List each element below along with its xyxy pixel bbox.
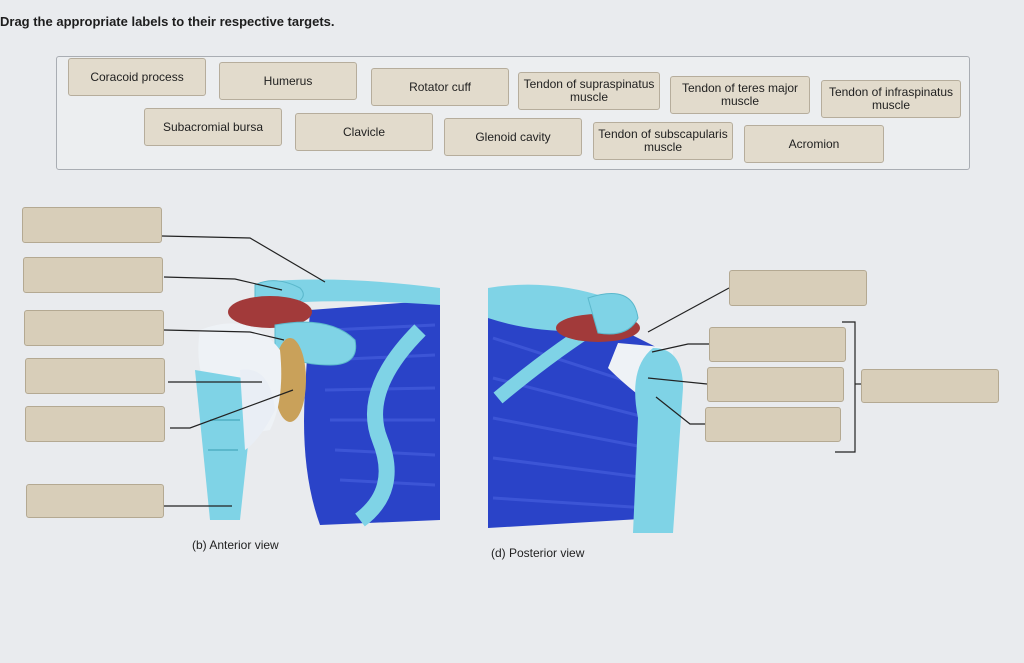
label-humerus[interactable]: Humerus xyxy=(219,62,357,100)
label-acromion[interactable]: Acromion xyxy=(744,125,884,163)
drop-target-posterior-3[interactable] xyxy=(707,367,844,402)
drop-target-anterior-6[interactable] xyxy=(26,484,164,518)
drop-target-anterior-1[interactable] xyxy=(22,207,162,243)
instruction-text: Drag the appropriate labels to their res… xyxy=(0,14,335,29)
label-glenoid-cavity[interactable]: Glenoid cavity xyxy=(444,118,582,156)
posterior-shoulder-illustration xyxy=(488,284,683,533)
drop-target-posterior-4[interactable] xyxy=(705,407,841,442)
caption-posterior-view: (d) Posterior view xyxy=(491,546,585,560)
drop-target-anterior-2[interactable] xyxy=(23,257,163,293)
drop-target-posterior-1[interactable] xyxy=(729,270,867,306)
caption-anterior-view: (b) Anterior view xyxy=(192,538,279,552)
drop-target-anterior-5[interactable] xyxy=(25,406,165,442)
anterior-shoulder-illustration xyxy=(195,279,440,527)
drop-target-posterior-group[interactable] xyxy=(861,369,999,403)
drop-target-posterior-2[interactable] xyxy=(709,327,846,362)
label-tendon-subscapularis[interactable]: Tendon of subscapularis muscle xyxy=(593,122,733,160)
label-clavicle[interactable]: Clavicle xyxy=(295,113,433,151)
label-rotator-cuff[interactable]: Rotator cuff xyxy=(371,68,509,106)
label-tendon-teres-major[interactable]: Tendon of teres major muscle xyxy=(670,76,810,114)
label-subacromial-bursa[interactable]: Subacromial bursa xyxy=(144,108,282,146)
drop-target-anterior-3[interactable] xyxy=(24,310,164,346)
drop-target-anterior-4[interactable] xyxy=(25,358,165,394)
label-coracoid-process[interactable]: Coracoid process xyxy=(68,58,206,96)
label-tendon-infraspinatus[interactable]: Tendon of infraspinatus muscle xyxy=(821,80,961,118)
label-tendon-supraspinatus[interactable]: Tendon of supraspinatus muscle xyxy=(518,72,660,110)
